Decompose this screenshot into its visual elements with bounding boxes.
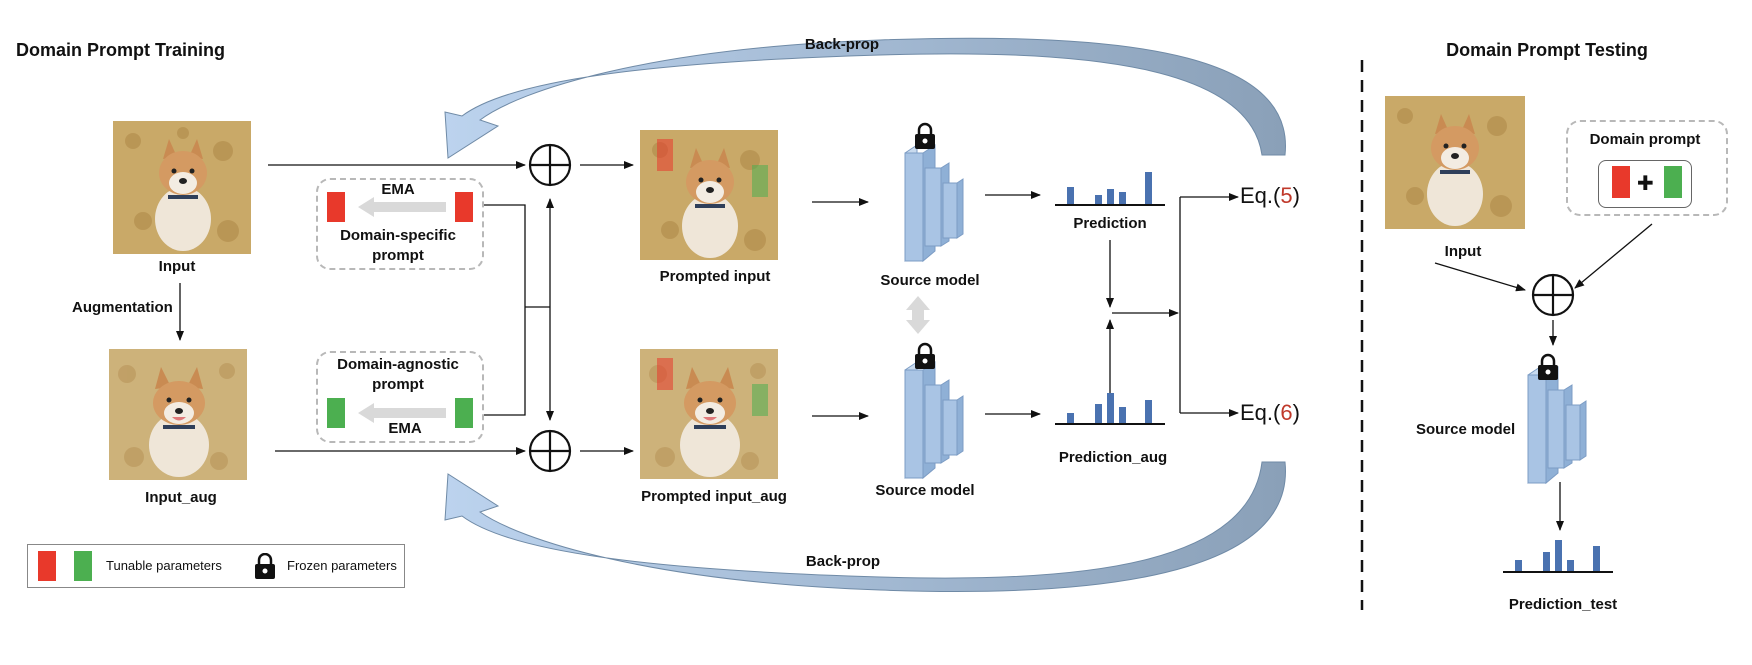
green-prompt-block [327, 398, 345, 428]
prompted-input-aug-label: Prompted input_aug [641, 488, 787, 505]
prediction-label: Prediction [1073, 215, 1147, 232]
training-title: Domain Prompt Training [16, 40, 226, 60]
red-prompt-block [327, 192, 345, 222]
domain-agnostic-label-2: prompt [372, 376, 424, 393]
prediction-aug-bars [1055, 393, 1165, 425]
prediction-aug-label: Prediction_aug [1058, 449, 1168, 466]
prompted-input-label: Prompted input [659, 268, 771, 285]
lock-icon [255, 553, 275, 579]
ema-arrow-icon [358, 403, 446, 423]
prediction-test-bars [1503, 540, 1613, 573]
domain-agnostic-prompt-box [316, 351, 484, 443]
domain-specific-label-1: Domain-specific [340, 227, 456, 244]
legend-frozen-label: Frozen parameters [287, 558, 397, 573]
lock-icon [1538, 353, 1558, 380]
domain-prompt-label: Domain prompt [1589, 131, 1701, 148]
input-aug-label: Input_aug [145, 489, 217, 506]
source-model-top-label: Source model [880, 272, 980, 289]
domain-agnostic-label-1: Domain-agnostic [337, 356, 459, 373]
augmentation-label: Augmentation [72, 299, 173, 316]
domain-specific-prompt-box [316, 178, 484, 270]
backprop-top-label: Back-prop [804, 36, 880, 53]
dog-photo [1385, 96, 1525, 229]
plus-icon: ✚ [1637, 171, 1654, 195]
domain-prompt-test-box: ✚ [1566, 120, 1728, 216]
ema-top-label: EMA [381, 181, 415, 198]
test-input-photo [1385, 96, 1525, 229]
source-model-bottom-label: Source model [875, 482, 975, 499]
circled-plus-icon [528, 143, 572, 187]
red-legend-swatch [38, 551, 56, 581]
input-photo [113, 121, 251, 254]
domain-specific-label-2: prompt [372, 247, 424, 264]
source-model-stack [904, 361, 964, 480]
source-model-stack [1527, 366, 1587, 485]
equation-6: Eq.(6) [1240, 400, 1300, 425]
ema-arrow-icon [358, 197, 446, 217]
input-aug-photo [109, 349, 247, 480]
circled-plus-icon [528, 429, 572, 473]
green-prompt-block [1664, 166, 1682, 198]
testing-title: Domain Prompt Testing [1446, 40, 1648, 60]
backprop-arrow-top [444, 37, 1286, 159]
lock-icon [915, 342, 935, 369]
dog-photo [640, 349, 778, 479]
test-input-label: Input [1444, 243, 1482, 260]
prediction-test-label: Prediction_test [1508, 596, 1618, 613]
green-prompt-block [455, 398, 473, 428]
dog-photo [640, 130, 778, 260]
circled-plus-icon [1531, 273, 1575, 317]
lock-icon [915, 122, 935, 149]
input-label: Input [158, 258, 196, 275]
red-prompt-block [455, 192, 473, 222]
green-legend-swatch [74, 551, 92, 581]
test-source-model-label: Source model [1416, 421, 1516, 438]
legend-tunable-label: Tunable parameters [106, 558, 222, 573]
ema-bottom-label: EMA [388, 420, 422, 437]
dog-photo [109, 349, 247, 480]
dog-photo [113, 121, 251, 254]
equation-5: Eq.(5) [1240, 183, 1300, 208]
prompt-bracket [1598, 160, 1692, 208]
source-model-stack [904, 144, 964, 263]
prompted-input-photo [640, 130, 778, 260]
backprop-bottom-label: Back-prop [805, 553, 881, 570]
prompted-input-aug-photo [640, 349, 778, 479]
prediction-bars [1055, 172, 1165, 206]
backprop-arrow-bottom [444, 461, 1286, 592]
red-prompt-block [1612, 166, 1630, 198]
legend: Tunable parameters Frozen parameters [27, 544, 405, 588]
double-arrow-icon [906, 296, 930, 334]
